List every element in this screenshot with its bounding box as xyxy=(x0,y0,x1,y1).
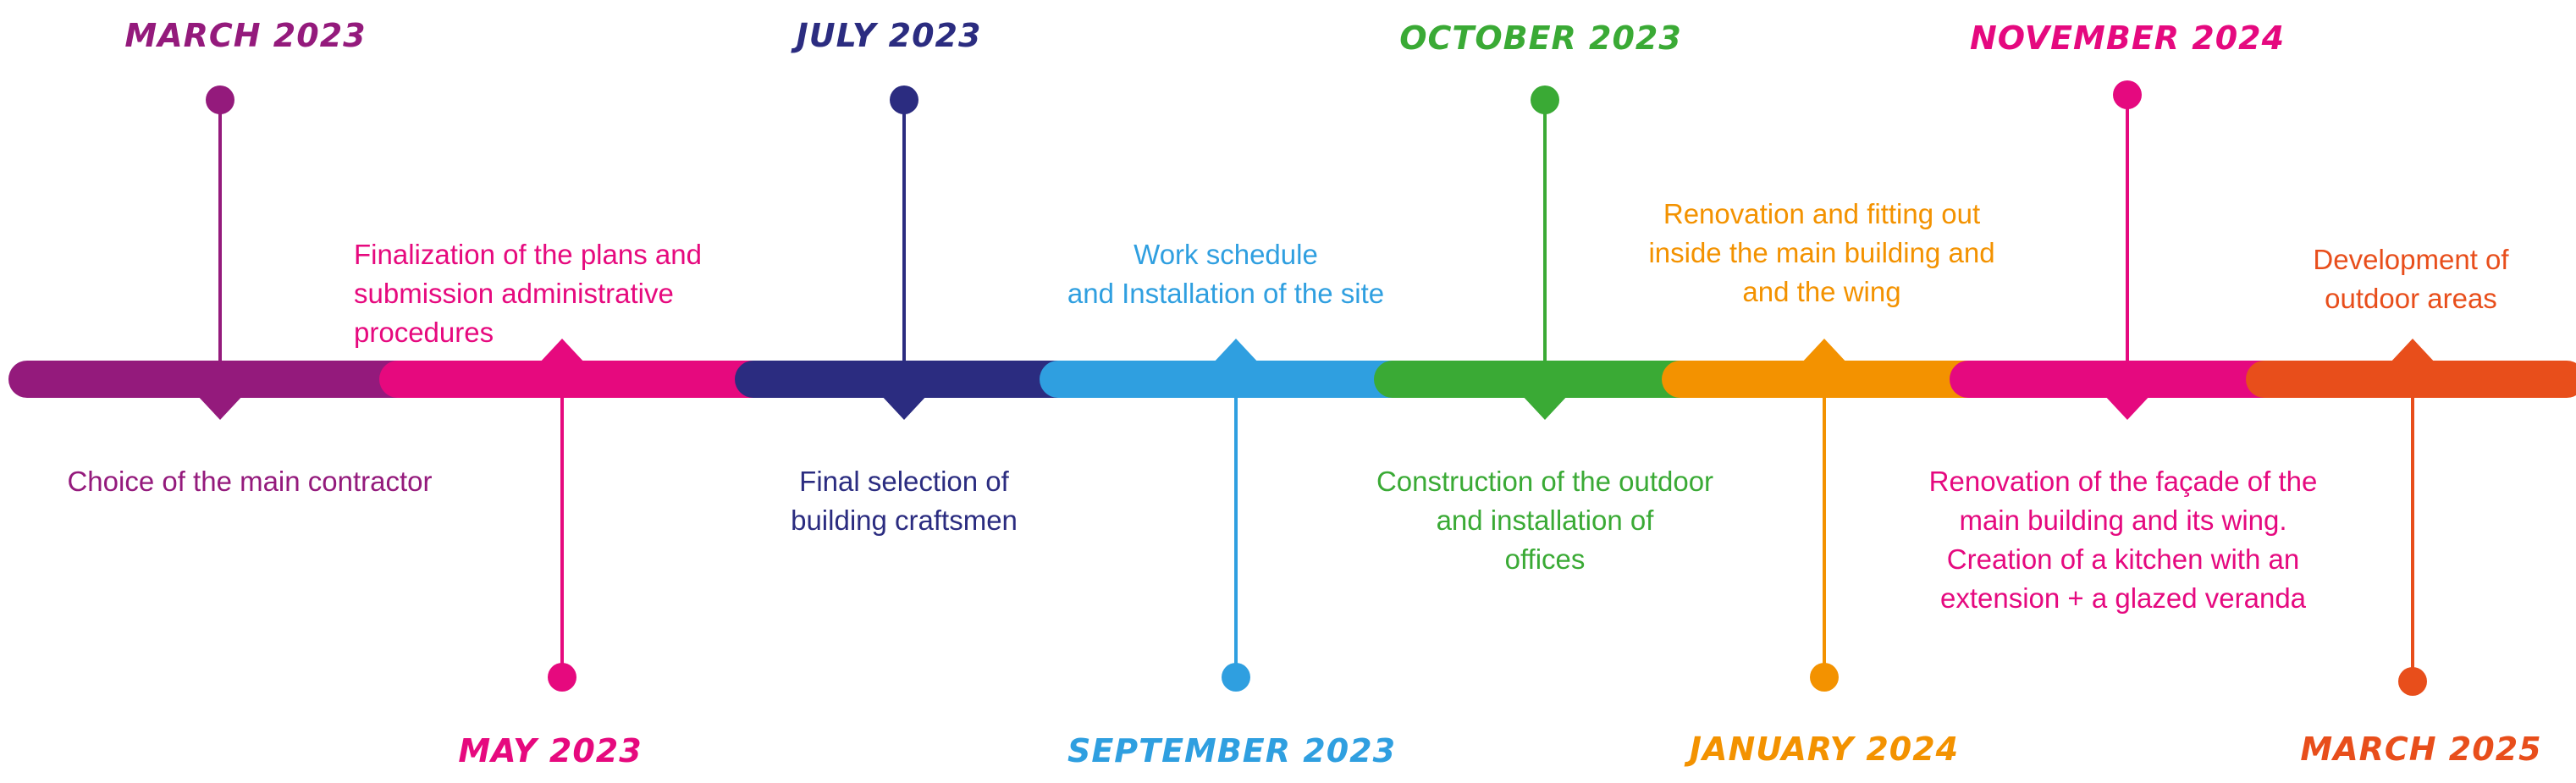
milestone-date: MARCH 2023 xyxy=(124,17,366,54)
milestone-pointer xyxy=(2104,394,2151,420)
milestone-description-line: offices xyxy=(1505,543,1586,575)
milestone-dot xyxy=(548,663,576,692)
milestone-dot xyxy=(2398,667,2427,696)
milestone-dot xyxy=(206,85,234,114)
milestone-description-line: outdoor areas xyxy=(2325,283,2497,314)
milestone-description-line: Development of xyxy=(2313,244,2509,275)
milestone-description-line: submission administrative xyxy=(354,278,674,309)
milestone-pointer xyxy=(538,339,586,364)
milestone-pointer xyxy=(2389,339,2436,364)
milestone-description-line: procedures xyxy=(354,317,494,348)
milestone-date: MAY 2023 xyxy=(458,732,642,769)
milestone-pointer xyxy=(1801,339,1848,364)
milestone-date: OCTOBER 2023 xyxy=(1399,19,1682,57)
milestone-description-line: extension + a glazed veranda xyxy=(1940,582,2307,614)
milestone-description-line: inside the main building and xyxy=(1648,237,1994,268)
milestone-description-line: and installation of xyxy=(1437,505,1655,536)
milestone-description-line: and the wing xyxy=(1742,276,1900,307)
milestone-pointer xyxy=(196,394,244,420)
milestone-description-line: Work schedule xyxy=(1134,239,1318,270)
milestone-date: JULY 2023 xyxy=(791,17,982,54)
milestone-dot xyxy=(2113,80,2142,109)
milestone-description-line: Renovation of the façade of the xyxy=(1929,466,2318,497)
milestone-pointer xyxy=(880,394,928,420)
milestone-date: JANUARY 2024 xyxy=(1684,731,1959,768)
milestone-description-line: building craftsmen xyxy=(791,505,1018,536)
milestone-description-line: Creation of a kitchen with an xyxy=(1947,543,2299,575)
milestone-dot xyxy=(1531,85,1559,114)
milestone-pointer xyxy=(1521,394,1569,420)
milestone-description-line: Construction of the outdoor xyxy=(1376,466,1713,497)
milestone-pointer xyxy=(1212,339,1260,364)
milestone-dot xyxy=(890,85,918,114)
milestone-dot xyxy=(1810,663,1839,692)
milestone-dot xyxy=(1222,663,1250,692)
milestone-description-line: Final selection of xyxy=(799,466,1009,497)
milestone-date: NOVEMBER 2024 xyxy=(1970,19,2285,57)
milestone-description-line: main building and its wing. xyxy=(1959,505,2286,536)
milestone-description-line: Finalization of the plans and xyxy=(354,239,702,270)
milestone-description-line: Renovation and fitting out xyxy=(1663,198,1980,229)
milestone-date: MARCH 2025 xyxy=(2300,731,2541,768)
milestone-description-line: Choice of the main contractor xyxy=(67,466,432,497)
milestone-date: SEPTEMBER 2023 xyxy=(1067,732,1396,769)
milestone-description-line: and Installation of the site xyxy=(1067,278,1384,309)
